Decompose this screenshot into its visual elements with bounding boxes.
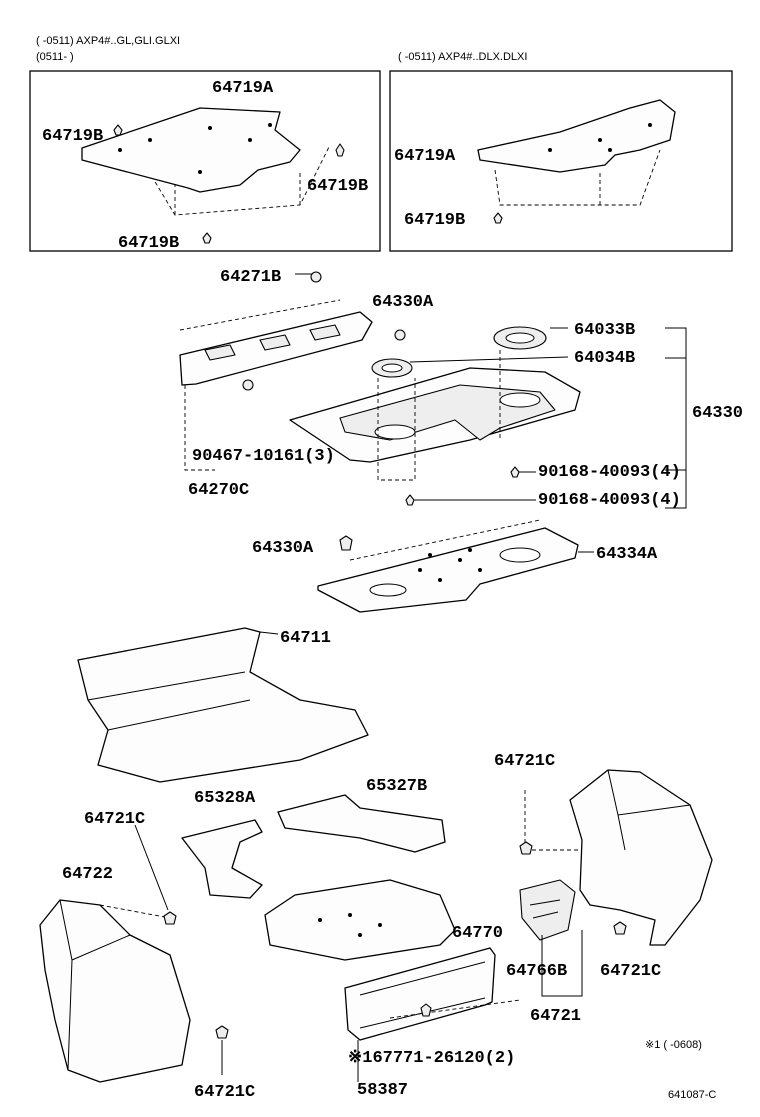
- part-64270C: [179, 299, 373, 471]
- clip-icon: [335, 143, 345, 157]
- screw-icon: [405, 494, 415, 506]
- label-64721C-bottom: 64721C: [194, 1083, 255, 1102]
- screw-icon: [420, 1003, 432, 1017]
- clip-icon: [215, 1025, 229, 1039]
- clip-64330A-top: [394, 329, 406, 341]
- label-64719A-right: 64719A: [394, 147, 456, 166]
- label-58387: 58387: [357, 1081, 408, 1100]
- leader-line: [259, 631, 279, 635]
- label-64721C-top: 64721C: [494, 752, 555, 771]
- label-64330A-top: 64330A: [372, 293, 434, 312]
- part-64334A: [317, 519, 579, 613]
- part-64766B: [519, 879, 576, 941]
- label-65328A: 65328A: [194, 789, 256, 808]
- part-64719A-right: [477, 99, 676, 224]
- label-64719B-left-b: 64719B: [307, 177, 368, 196]
- bracket-64721: [541, 930, 583, 997]
- clip-64330A-mid: [339, 535, 353, 551]
- label-90168-b: 90168-40093(4): [538, 491, 681, 510]
- clip-icon: [519, 841, 533, 855]
- part-64721: [524, 769, 713, 946]
- label-64711: 64711: [280, 629, 331, 648]
- label-64719B-right: 64719B: [404, 211, 465, 230]
- variant-note-right: ( -0511) AXP4#..DLX.DLXI: [398, 51, 527, 63]
- label-64334A: 64334A: [596, 545, 658, 564]
- part-58387: [344, 947, 521, 1041]
- clip-icon: [202, 232, 212, 244]
- bracket-64330: [665, 327, 687, 509]
- variant-box-left: [29, 70, 381, 252]
- part-64722: [39, 899, 191, 1083]
- screw-icon: [510, 466, 520, 478]
- label-64770: 64770: [452, 924, 503, 943]
- diagram-code: 641087-C: [668, 1089, 716, 1101]
- label-64721C-left: 64721C: [84, 810, 145, 829]
- clip-icon: [163, 911, 177, 925]
- part-65327B: [277, 794, 446, 853]
- label-64034B: 64034B: [574, 349, 635, 368]
- clip-icon: [113, 124, 123, 136]
- leader-line: [134, 824, 169, 911]
- part-64034B: [371, 358, 413, 378]
- label-64271B: 64271B: [220, 268, 281, 287]
- label-90168-a: 90168-40093(4): [538, 463, 681, 482]
- part-64719A-left: [81, 107, 345, 244]
- footnote: ※1 ( -0608): [645, 1039, 702, 1051]
- clip-64271B: [295, 271, 322, 283]
- label-64330: 64330: [692, 404, 743, 423]
- label-64721: 64721: [530, 1007, 581, 1026]
- part-64770: [264, 879, 456, 961]
- part-65328A: [181, 819, 263, 899]
- leader-line: [409, 327, 569, 363]
- variant-note-left-2: (0511- ): [36, 51, 74, 63]
- variant-box-right: [389, 70, 733, 252]
- label-65327B: 65327B: [366, 777, 427, 796]
- label-64721C-right: 64721C: [600, 962, 661, 981]
- clip-icon: [242, 379, 254, 391]
- label-64719B-left-c: 64719B: [118, 234, 179, 253]
- label-64033B: 64033B: [574, 321, 635, 340]
- part-64330: [289, 350, 581, 481]
- label-67771: ※167771-26120(2): [348, 1049, 515, 1068]
- label-64330A-mid: 64330A: [252, 539, 314, 558]
- label-64719B-left-a: 64719B: [42, 127, 103, 146]
- label-64719A-left: 64719A: [212, 79, 274, 98]
- label-64766B: 64766B: [506, 962, 567, 981]
- label-64270C: 64270C: [188, 481, 249, 500]
- variant-note-left-1: ( -0511) AXP4#..GL,GLI.GLXI: [36, 35, 180, 47]
- part-64711: [77, 627, 369, 783]
- part-64033B: [493, 326, 547, 350]
- label-64722: 64722: [62, 865, 113, 884]
- clip-icon: [613, 921, 627, 935]
- label-90467: 90467-10161(3): [192, 447, 335, 466]
- clip-icon: [493, 212, 503, 224]
